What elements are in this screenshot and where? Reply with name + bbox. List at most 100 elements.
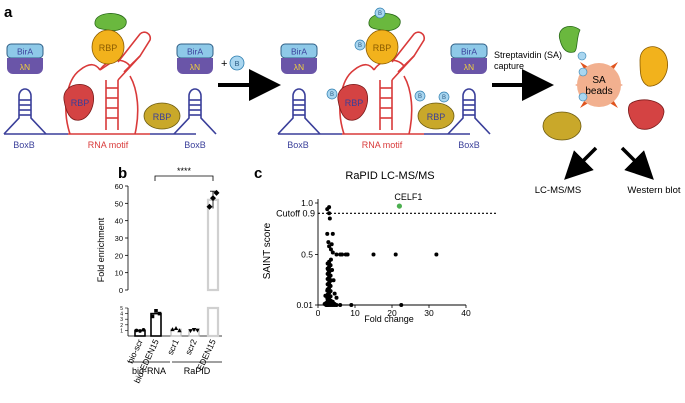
rna-motif-label-1: RNA motif — [88, 140, 129, 150]
bira-label: BirA — [187, 47, 203, 57]
b-point — [206, 203, 213, 210]
b-bar — [150, 312, 162, 337]
c-ytick-label: 0.01 — [296, 300, 313, 310]
b-upper-tick-label: 40 — [115, 217, 123, 226]
rbp-label-orange-1: RBP — [99, 43, 118, 53]
c-point — [345, 252, 350, 257]
b-point — [177, 328, 182, 333]
c-ytick-label: 1.0 — [301, 198, 313, 208]
captured-rbp-green — [558, 26, 581, 53]
sa-beads — [577, 63, 621, 107]
c-point — [434, 252, 439, 257]
biotin-label: B — [418, 94, 422, 100]
birA-right-1: BirA λN — [176, 43, 214, 74]
rbp-red-1 — [63, 84, 94, 121]
boxb-label-right-2: BoxB — [458, 140, 480, 150]
rbp-label-red-1: RBP — [71, 98, 90, 108]
out-western-label: Western blot — [627, 185, 681, 196]
rbp-label-olive-1: RBP — [153, 112, 172, 122]
rbp-label-olive-2: RBP — [427, 112, 446, 122]
birA-left-1: BirA λN — [6, 43, 44, 74]
b-upper-tick-label: 60 — [115, 182, 123, 191]
biotin-tags-2 — [326, 7, 450, 103]
panel-b-points — [134, 189, 220, 334]
c-xtick-label: 40 — [461, 308, 471, 318]
construct-1: BirA λN BoxB RBP — [3, 13, 217, 150]
c-point — [332, 291, 337, 296]
significance-bracket — [154, 175, 214, 181]
c-point — [328, 273, 333, 278]
b-upper-tick-label: 10 — [115, 269, 123, 278]
out-msms-label: LC-MS/MS — [535, 185, 581, 196]
c-point — [371, 252, 376, 257]
construct-2: BirA λN BoxB RBP RBP RBP — [277, 7, 491, 150]
b-upper-tick-label: 50 — [115, 199, 123, 208]
b-point — [170, 327, 175, 332]
c-point — [327, 259, 332, 264]
boxb-hairpin-left-1 — [3, 88, 47, 135]
c-point — [332, 301, 337, 306]
c-point — [330, 250, 335, 255]
sa-beads-group: SA beads — [542, 26, 668, 141]
group-label-rapid: RaPID — [184, 366, 211, 376]
c-point — [327, 211, 332, 216]
c-point — [331, 278, 336, 283]
c-point — [328, 247, 333, 252]
c-point — [338, 303, 343, 307]
lambdan-label: λN — [190, 62, 200, 72]
captured-rbp-red — [628, 99, 665, 130]
c-point — [334, 252, 339, 257]
bira-label: BirA — [291, 47, 307, 57]
panel-label-c: c — [254, 165, 262, 182]
biotin-label: B — [234, 59, 239, 68]
plus-sign: + — [221, 58, 227, 70]
group-label-bio-rna: bio-RNA — [132, 366, 166, 376]
capture-label-line1: Streptavidin (SA) — [494, 50, 562, 60]
rbp-label-orange-2: RBP — [373, 43, 392, 53]
panel-c-points — [322, 205, 439, 307]
boxb-label-left-1: BoxB — [13, 140, 35, 150]
birA-left-2: BirA λN — [280, 43, 318, 74]
c-point — [328, 289, 333, 294]
c-point — [399, 303, 404, 307]
captured-rbp-orange — [639, 46, 668, 87]
c-point — [328, 294, 333, 299]
b-bar-lower — [206, 306, 220, 338]
lambdan-label: λN — [464, 62, 474, 72]
rbp-label-red-2: RBP — [345, 98, 364, 108]
b-point — [213, 189, 220, 196]
c-point — [349, 303, 354, 307]
rna-motif-label-2: RNA motif — [362, 140, 403, 150]
b-lower-tick-label: 1 — [120, 328, 123, 334]
c-point — [340, 252, 345, 257]
b-point — [138, 329, 142, 333]
c-point — [326, 240, 331, 245]
b-upper-tick-label: 30 — [115, 234, 123, 243]
c-point — [393, 252, 398, 257]
b-point — [134, 328, 139, 333]
biotin-tag-labels-2: B B B B B — [330, 11, 446, 101]
c-point — [330, 231, 335, 236]
c-xtick-label: 30 — [424, 308, 434, 318]
c-point — [328, 299, 333, 304]
rbp-orange-2 — [365, 29, 399, 65]
rbp-green-2 — [368, 13, 401, 31]
lambdan-label: λN — [294, 62, 304, 72]
b-lower-tick-label: 3 — [120, 317, 123, 323]
sa-beads-label-2: beads — [585, 86, 612, 97]
cutoff-label: Cutoff 0.9 — [276, 208, 315, 218]
c-point — [329, 242, 334, 247]
b-point — [141, 328, 146, 332]
boxb-label-right-1: BoxB — [184, 140, 206, 150]
c-point — [327, 205, 332, 210]
birA-right-2: BirA λN — [450, 43, 488, 74]
panel-c-ylabel: SAINT score — [262, 222, 273, 279]
b-upper-tick-label: 20 — [115, 251, 123, 260]
panel-c-title: RaPID LC-MS/MS — [345, 170, 434, 182]
c-point — [325, 231, 330, 236]
b-lower-tick-label: 5 — [120, 306, 123, 312]
